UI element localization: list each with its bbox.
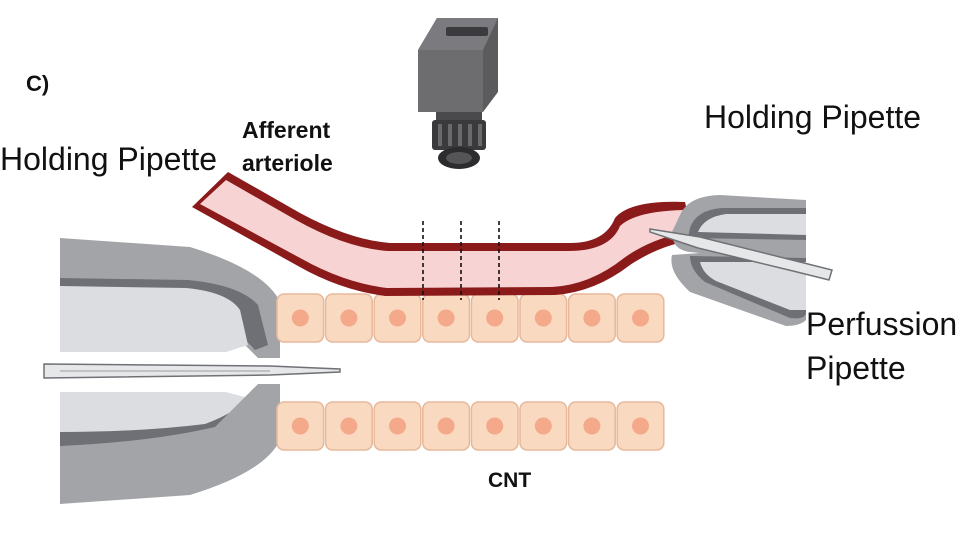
left-micropipette — [43, 363, 341, 379]
panel-label: C) — [26, 71, 50, 96]
cnt-lower-cell — [276, 401, 325, 451]
cnt-lower-cell — [567, 401, 616, 451]
cnt-upper-cell — [276, 293, 325, 343]
cell-nucleus — [632, 309, 649, 327]
cnt-upper-cell — [519, 293, 568, 343]
cell-nucleus — [291, 417, 309, 435]
cnt-lower-cell — [470, 401, 519, 451]
cell-nucleus — [340, 309, 358, 327]
cell-nucleus — [389, 309, 406, 327]
perfusion-pipette-label: Perfussion Pipette — [806, 302, 957, 390]
cnt-label: CNT — [488, 469, 532, 492]
left-holding-pipette — [60, 238, 280, 504]
cnt-lower-cell-row — [276, 401, 665, 451]
cell-nucleus — [437, 309, 455, 327]
camera-icon — [418, 18, 498, 169]
cell-nucleus — [486, 309, 504, 327]
cnt-lower-cell — [519, 401, 568, 451]
perfusion-pipette-label-line2: Pipette — [806, 350, 906, 386]
cell-nucleus — [534, 309, 552, 327]
cell-nucleus — [632, 417, 649, 435]
cell-nucleus — [437, 417, 455, 435]
cell-nucleus — [389, 417, 406, 435]
cell-nucleus — [534, 417, 552, 435]
measurement-lines — [422, 221, 500, 300]
afferent-arteriole-label-line1: Afferent — [242, 117, 331, 143]
perfusion-pipette — [649, 228, 833, 281]
afferent-arteriole-label: Afferent arteriole — [242, 114, 333, 180]
cell-nucleus — [583, 309, 601, 327]
afferent-arteriole — [192, 172, 694, 296]
cnt-upper-cell — [470, 293, 519, 343]
holding-pipette-right-label: Holding Pipette — [704, 99, 922, 135]
cnt-lower-cell — [324, 401, 373, 451]
holding-pipette-left-label: Holding Pipette — [0, 141, 218, 177]
cnt-upper-cell — [324, 293, 373, 343]
cnt-lower-cell — [373, 401, 422, 451]
perfusion-pipette-label-line1: Perfussion — [806, 306, 958, 342]
cnt-upper-cell — [616, 293, 665, 343]
cnt-lower-cell — [422, 401, 471, 451]
cell-nucleus — [583, 417, 601, 435]
cell-nucleus — [340, 417, 358, 435]
cnt-upper-cell-row — [276, 293, 665, 343]
cnt-upper-cell — [422, 293, 471, 343]
cnt-upper-cell — [373, 293, 422, 343]
cell-nucleus — [291, 309, 309, 327]
cnt-upper-cell — [567, 293, 616, 343]
right-holding-pipette — [671, 195, 806, 326]
cell-nucleus — [486, 417, 504, 435]
afferent-arteriole-label-line2: arteriole — [242, 150, 333, 176]
cnt-lower-cell — [616, 401, 665, 451]
